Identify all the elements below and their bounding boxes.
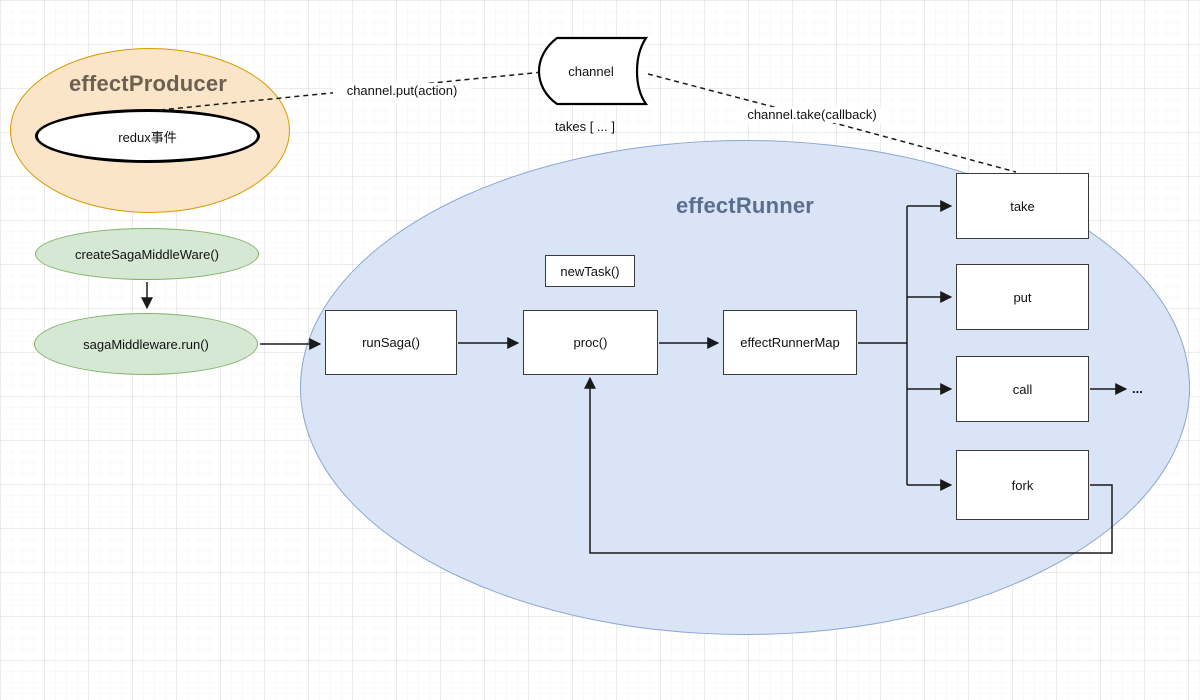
more-effects-label: ... <box>1132 381 1143 396</box>
saga-middleware-run-ellipse: sagaMiddleware.run() <box>34 313 258 375</box>
channel-label: channel <box>568 64 614 79</box>
edge-label-channel-put: channel.put(action) <box>333 83 471 99</box>
effect-box-put: put <box>956 264 1089 330</box>
proc-box: proc() <box>523 310 658 375</box>
edge-fork-loop-to-proc <box>584 376 1113 554</box>
effect-runner-title: effectRunner <box>675 193 815 218</box>
new-task-box: newTask() <box>545 255 635 287</box>
effect-producer-title: effectProducer <box>68 71 228 96</box>
channel-shape <box>537 36 649 106</box>
redux-event-ellipse: redux事件 <box>35 109 260 163</box>
edge-label-channel-take: channel.take(callback) <box>735 107 889 123</box>
effect-runner-map-box: effectRunnerMap <box>723 310 857 375</box>
effect-box-fork: fork <box>956 450 1089 520</box>
create-saga-middleware-ellipse: createSagaMiddleWare() <box>35 228 259 280</box>
edge-channel-take <box>647 73 1017 173</box>
run-saga-box: runSaga() <box>325 310 457 375</box>
effect-box-take: take <box>956 173 1089 239</box>
channel-takes-label: takes [ ... ] <box>555 119 615 134</box>
effect-box-call: call <box>956 356 1089 422</box>
